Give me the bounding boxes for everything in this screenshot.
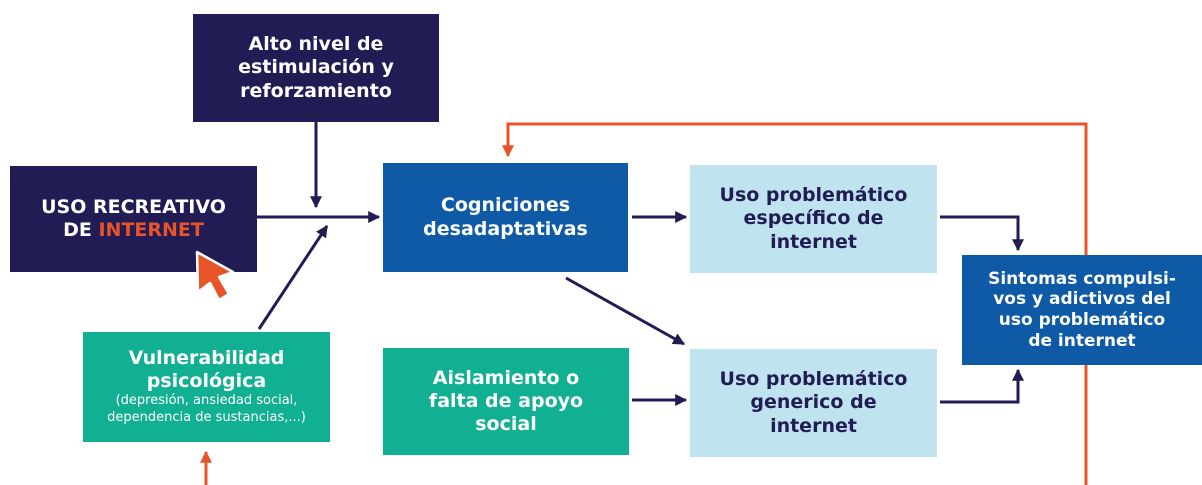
- node-generic-use: Uso problemático generico de internet: [690, 349, 937, 457]
- node-isolation-line: Aislamiento o: [432, 366, 580, 389]
- node-generic-rest: de: [843, 391, 877, 414]
- node-specific-line1: Uso problemático: [719, 184, 908, 207]
- arrow-specific-to-symptoms: [940, 215, 1024, 252]
- node-symptoms-line: Sintomas compulsi-: [988, 268, 1176, 289]
- arrow-cognitions-to-generic: [565, 276, 686, 346]
- node-generic-line3: internet: [770, 414, 857, 437]
- node-symptoms-line: uso problemático: [998, 310, 1166, 330]
- arrow-vulnerability-to-junction: [257, 224, 329, 330]
- node-stimulation: Alto nivel de estimulación y reforzamien…: [193, 14, 439, 122]
- node-recreational-prefix: DE: [63, 219, 99, 241]
- node-symptoms-line: vos y adictivos del: [993, 289, 1171, 310]
- node-generic-line2: generico de: [750, 391, 876, 414]
- node-generic-highlight: generico: [750, 391, 844, 414]
- node-isolation: Aislamiento o falta de apoyo social: [383, 348, 629, 455]
- node-isolation-line: social: [475, 413, 537, 436]
- node-specific-line3: internet: [770, 230, 857, 253]
- node-recreational-line2: DE INTERNET: [63, 219, 204, 242]
- node-specific-use: Uso problemático específico de internet: [690, 165, 937, 273]
- node-cognitions: Cogniciones desadaptativas: [383, 163, 628, 272]
- node-recreational-line1: USO RECREATIVO: [41, 195, 226, 218]
- cursor-arrow-icon: [195, 250, 235, 302]
- node-vulnerability-subtext: dependencia de sustancias,...): [107, 410, 306, 426]
- node-recreational-use: USO RECREATIVO DE INTERNET: [10, 166, 257, 272]
- node-specific-line2: específico de: [744, 207, 884, 230]
- node-recreational-highlight: INTERNET: [98, 219, 204, 241]
- node-vulnerability: Vulnerabilidad psicológica (depresión, a…: [83, 332, 330, 442]
- node-stimulation-line: Alto nivel de: [248, 33, 384, 56]
- node-vulnerability-line: psicológica: [146, 370, 267, 393]
- node-specific-highlight: específico: [743, 207, 851, 230]
- node-isolation-line: falta de apoyo: [428, 389, 584, 412]
- node-vulnerability-subtext: (depresión, ansiedad social,: [115, 393, 298, 409]
- node-cognitions-line: desadaptativas: [423, 217, 588, 240]
- node-vulnerability-line: Vulnerabilidad: [128, 346, 285, 369]
- arrow-generic-to-symptoms: [940, 368, 1024, 404]
- node-stimulation-line: estimulación y: [238, 56, 394, 79]
- node-specific-rest: de: [850, 207, 884, 230]
- node-symptoms-line: de internet: [1028, 330, 1136, 351]
- node-stimulation-line: reforzamiento: [240, 79, 392, 102]
- node-generic-line1: Uso problemático: [719, 368, 908, 391]
- node-cognitions-line: Cogniciones: [440, 194, 571, 217]
- node-symptoms: Sintomas compulsi- vos y adictivos del u…: [962, 255, 1202, 365]
